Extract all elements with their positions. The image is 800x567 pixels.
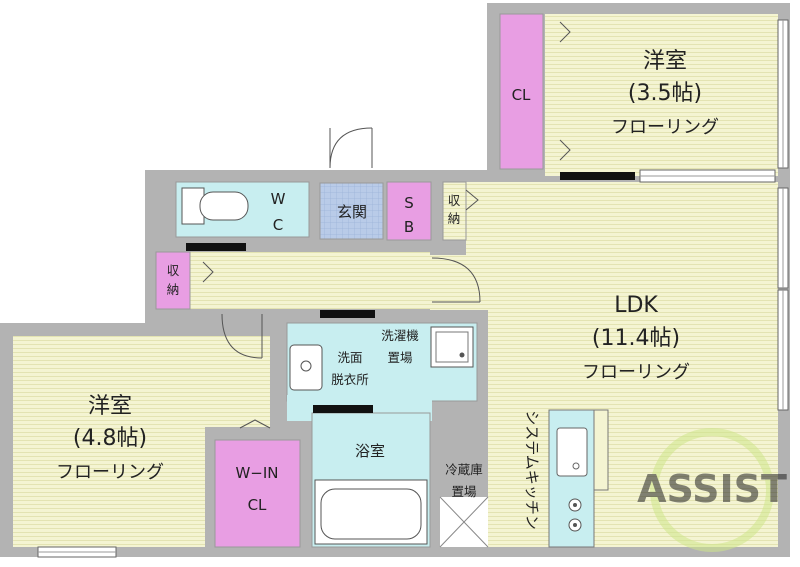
assist-watermark: ASSIST <box>637 428 787 552</box>
windows <box>37 19 789 558</box>
storage-2-line1: 収 <box>167 263 180 278</box>
western-room-2-size: (4.8帖) <box>73 426 147 451</box>
ldk-size: (11.4帖) <box>592 326 680 351</box>
western-room-2-floor: フローリング <box>56 462 164 483</box>
entrance-label: 玄関 <box>337 203 367 221</box>
toilet-line2: C <box>273 216 283 234</box>
storage-1-line2: 納 <box>448 211 461 226</box>
floors <box>13 14 778 548</box>
ldk-name: LDK <box>614 293 658 318</box>
storage-2-line2: 納 <box>167 282 180 297</box>
laundry-line1: 洗濯機 <box>381 328 419 343</box>
toilet-line1: W <box>271 190 286 208</box>
washroom-line2: 脱衣所 <box>331 372 369 387</box>
kitchen-counter <box>548 409 609 548</box>
closet-label: CL <box>512 86 531 104</box>
washroom-line1: 洗面 <box>337 350 362 365</box>
walk-in-closet-line2: CL <box>248 496 267 514</box>
bath-label: 浴室 <box>355 442 385 460</box>
fridge-line2: 置場 <box>451 484 476 499</box>
western-room-2-name: 洋室 <box>88 394 132 419</box>
laundry-line2: 置場 <box>387 350 412 365</box>
walk-in-closet-line1: W−IN <box>235 464 278 482</box>
western-room-1-floor: フローリング <box>611 117 719 138</box>
ldk-floor: フローリング <box>582 362 690 383</box>
shoe-box-line2: B <box>404 218 414 236</box>
western-room-1-size: (3.5帖) <box>628 81 702 106</box>
doors <box>202 21 571 429</box>
western-room-1-name: 洋室 <box>643 49 687 74</box>
room-labels: 洋室 (3.5帖) フローリング 洋室 (4.8帖) フローリング LDK (1… <box>56 49 719 530</box>
fridge-line1: 冷蔵庫 <box>445 462 483 477</box>
storage-1-line1: 収 <box>448 193 461 208</box>
closets <box>155 13 544 548</box>
svg-text:ASSIST: ASSIST <box>637 467 787 511</box>
kitchen-label: システムキッチン <box>523 410 541 530</box>
fixtures <box>181 187 474 545</box>
shoe-box-line1: S <box>404 194 414 212</box>
